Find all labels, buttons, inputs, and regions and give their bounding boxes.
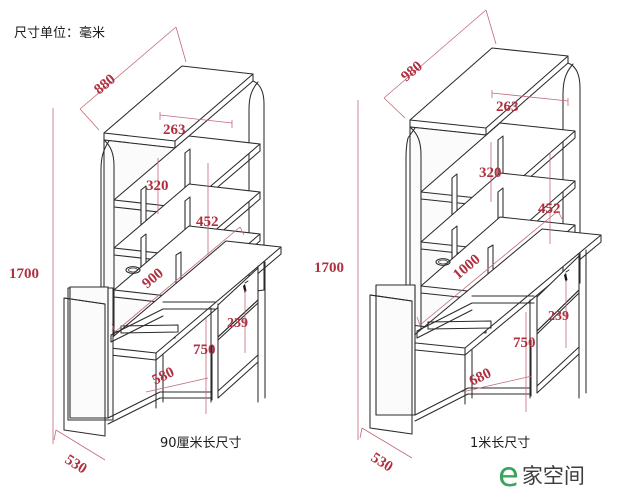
dimension-239: 239 bbox=[227, 290, 248, 353]
desk-left-side-panel bbox=[63, 286, 114, 437]
dim-label-530: 530 bbox=[368, 450, 396, 475]
keyboard-tray bbox=[110, 301, 216, 343]
dimension-750: 750 bbox=[193, 318, 216, 414]
dimension-452: 452 bbox=[538, 152, 561, 244]
pedestal-drawer bbox=[217, 267, 259, 338]
dim-label-320: 320 bbox=[146, 178, 169, 194]
dimension-530: 530 bbox=[53, 429, 106, 477]
cable-grommet-hole bbox=[435, 258, 451, 266]
desk-bottom-rail bbox=[414, 387, 532, 422]
brand-logo: e 家空间 bbox=[498, 455, 585, 495]
dimension-320: 320 bbox=[146, 158, 169, 214]
dim-label-980: 980 bbox=[398, 58, 426, 85]
dim-label-1700: 1700 bbox=[314, 260, 344, 276]
logo-wordmark: 家空间 bbox=[521, 464, 585, 488]
dim-label-530: 530 bbox=[62, 452, 90, 477]
dim-label-880: 880 bbox=[91, 71, 119, 98]
dimension-750: 750 bbox=[513, 312, 536, 412]
dimension-263: 263 bbox=[491, 90, 569, 115]
dim-label-452: 452 bbox=[538, 201, 561, 217]
pedestal-lower-shelf bbox=[530, 292, 580, 397]
dimension-263: 263 bbox=[159, 112, 233, 138]
pedestal-drawer bbox=[536, 255, 580, 332]
dim-label-263: 263 bbox=[163, 122, 186, 138]
dim-label-580: 580 bbox=[150, 364, 177, 388]
hutch-top-board bbox=[409, 47, 569, 136]
dimension-1700: 1700 bbox=[314, 100, 359, 440]
dimension-452: 452 bbox=[196, 163, 219, 255]
dimension-239: 239 bbox=[548, 280, 569, 348]
dim-label-263: 263 bbox=[496, 99, 519, 115]
keyboard-tray bbox=[416, 295, 535, 339]
dimension-580: 580 bbox=[145, 364, 209, 393]
caption-desk-90cm: 90厘米长尺寸 bbox=[160, 436, 242, 451]
pedestal-lower-shelf bbox=[211, 302, 259, 401]
dimension-320: 320 bbox=[479, 142, 502, 202]
dim-label-1700: 1700 bbox=[9, 266, 39, 282]
desk-left-side-panel bbox=[369, 284, 416, 435]
dim-label-452: 452 bbox=[196, 214, 219, 230]
hutch-left-post bbox=[100, 139, 115, 348]
dimension-530: 530 bbox=[359, 427, 413, 475]
dim-label-239: 239 bbox=[227, 316, 248, 331]
diagram-desk-90cm: 880 263 320 452 1700 900 239 bbox=[9, 26, 282, 477]
unit-note: 尺寸单位：毫米 bbox=[14, 26, 106, 41]
dim-label-750: 750 bbox=[193, 342, 216, 358]
caption-desk-100cm: 1米长尺寸 bbox=[470, 436, 531, 451]
dim-label-320: 320 bbox=[479, 165, 502, 181]
diagram-desk-100cm: 980 263 320 452 1700 1000 23 bbox=[314, 9, 602, 475]
dim-label-239: 239 bbox=[548, 309, 569, 324]
hutch-left-post bbox=[405, 126, 422, 343]
dimension-1700: 1700 bbox=[9, 108, 54, 444]
desk-bottom-rail bbox=[107, 391, 213, 425]
cable-grommet-hole bbox=[125, 266, 141, 274]
logo-e-icon: e bbox=[498, 455, 519, 495]
dim-label-750: 750 bbox=[513, 335, 536, 351]
